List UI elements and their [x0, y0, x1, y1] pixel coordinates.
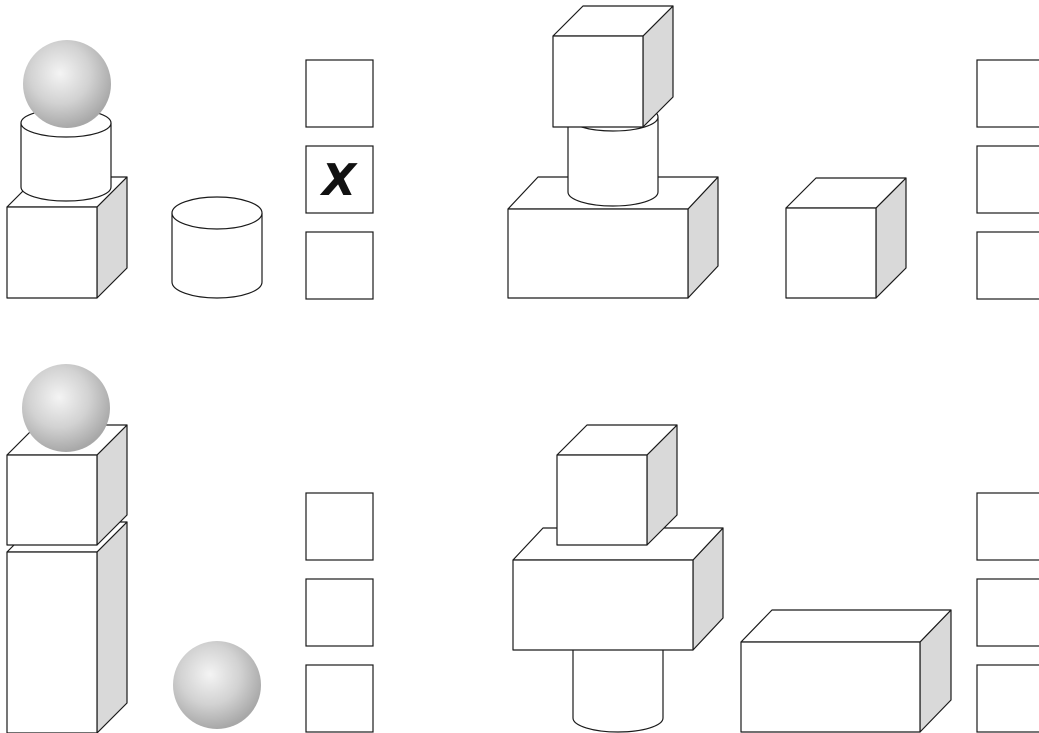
wide-box-shape [512, 527, 724, 651]
sphere-shape [23, 40, 111, 128]
puzzle-1-answer-boxes: X [305, 59, 374, 300]
answer-box[interactable] [305, 492, 374, 561]
removed-wide-box [740, 609, 952, 733]
puzzle-2 [507, 5, 1039, 300]
cube-shape [552, 5, 674, 128]
puzzle-3 [6, 364, 374, 733]
answer-box[interactable] [976, 59, 1039, 128]
puzzle-2-answer-boxes [976, 59, 1039, 300]
answer-box[interactable] [976, 231, 1039, 300]
answer-box[interactable] [976, 492, 1039, 561]
wide-box-shape [507, 176, 719, 299]
answer-box[interactable] [305, 145, 374, 214]
puzzle-4-answer-boxes [976, 492, 1039, 733]
answer-box[interactable] [305, 664, 374, 733]
cube-shape [556, 424, 678, 546]
puzzle-3-answer-boxes [305, 492, 374, 733]
puzzle-1: X [6, 40, 374, 300]
cylinder-shape [572, 640, 664, 733]
puzzle-2-stack [507, 5, 719, 299]
answer-box[interactable] [305, 578, 374, 647]
removed-sphere [173, 641, 261, 729]
removed-cylinder [171, 196, 263, 299]
answer-box[interactable] [305, 231, 374, 300]
answer-box[interactable] [976, 145, 1039, 214]
answer-mark: X [319, 155, 358, 206]
puzzle-4-stack [512, 424, 724, 733]
sphere-shape [22, 364, 110, 452]
answer-box[interactable] [305, 59, 374, 128]
answer-box[interactable] [976, 578, 1039, 647]
puzzle-3-stack [6, 364, 128, 733]
puzzle-1-stack [6, 40, 128, 299]
answer-box[interactable] [976, 664, 1039, 733]
removed-cube [785, 177, 907, 299]
cube-shape [6, 424, 128, 546]
tall-box-shape [6, 521, 128, 733]
puzzle-4 [512, 424, 1039, 733]
